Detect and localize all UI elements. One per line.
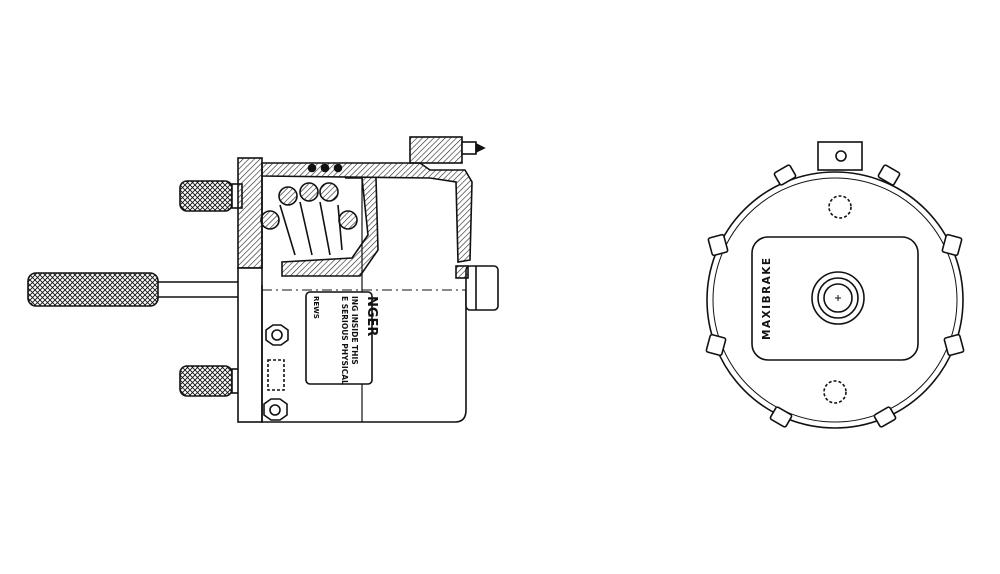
end-view — [705, 141, 965, 429]
hidden-hole-top — [828, 195, 852, 219]
caution-text-group: NGER ING INSIDE THIS E SERIOUS PHYSICAL … — [312, 296, 379, 385]
warning-heading: NGER — [364, 296, 379, 336]
caution-plate — [305, 291, 373, 385]
power-spring — [260, 182, 358, 256]
hex-bolt-upper — [265, 324, 289, 346]
housing-rim — [712, 177, 958, 423]
release-bolt — [27, 272, 240, 307]
hidden-slot — [267, 359, 285, 391]
warning-line-2: E SERIOUS PHYSICAL — [340, 296, 349, 385]
top-fitting — [409, 136, 486, 164]
warning-line-1: ING INSIDE THIS — [350, 296, 359, 365]
warning-line-3: REWS — [312, 296, 320, 319]
upper-stud — [179, 180, 243, 212]
lower-stud — [179, 365, 243, 397]
clamp-bolts — [705, 164, 965, 428]
side-view — [27, 136, 500, 423]
mounting-tab — [817, 141, 863, 171]
mounting-flange — [237, 157, 263, 423]
center-boss — [811, 271, 865, 325]
brand-label: MAXIBRAKE — [761, 256, 773, 340]
spring-chamber — [260, 162, 473, 277]
hex-bolt-lower — [263, 398, 288, 421]
hidden-hole-bottom — [823, 380, 847, 404]
